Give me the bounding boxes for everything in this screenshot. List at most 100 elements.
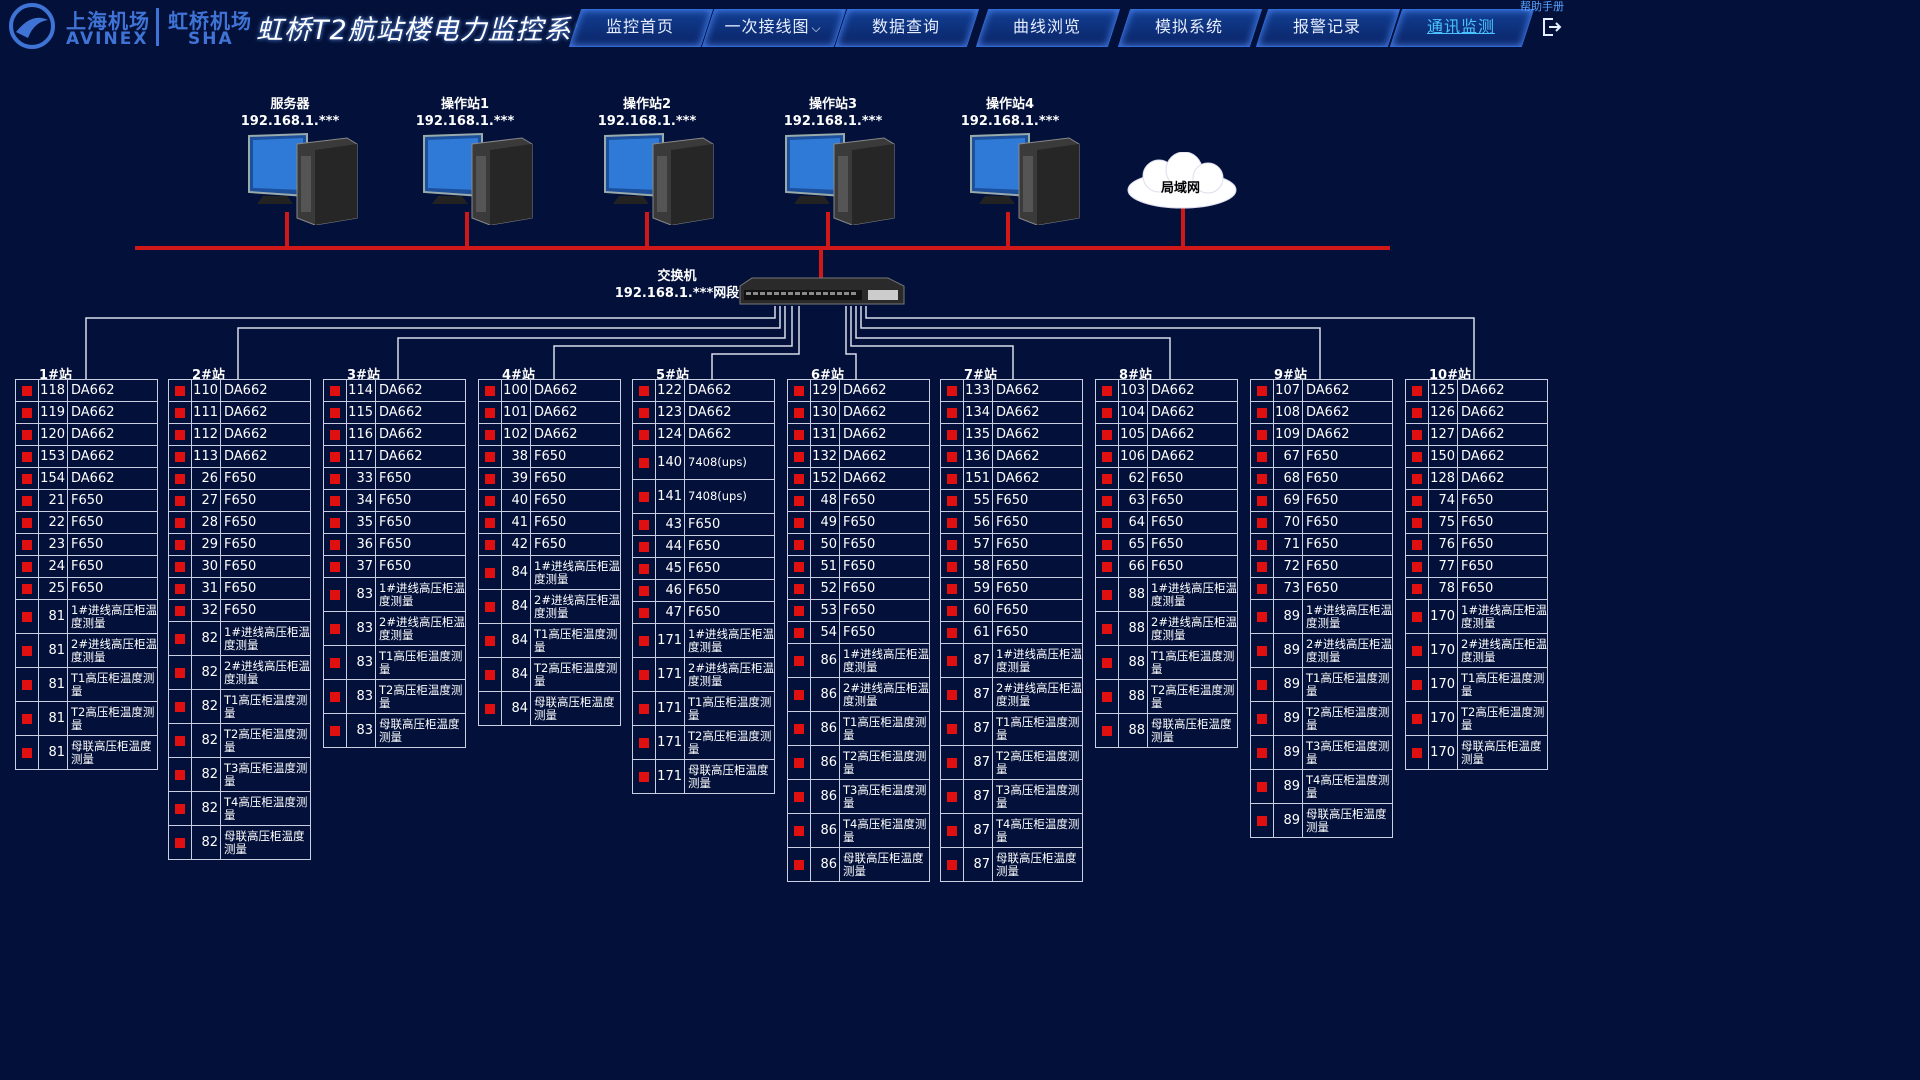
- nav-single-line-diagram[interactable]: 一次接线图⌵: [701, 9, 847, 47]
- server-computer-icon[interactable]: [245, 130, 360, 225]
- network-switch-icon[interactable]: [738, 276, 906, 308]
- workstation4-computer-icon[interactable]: [967, 130, 1082, 225]
- workstation2-computer-icon[interactable]: [601, 130, 716, 225]
- nav-monitor-home[interactable]: 监控首页: [568, 9, 714, 47]
- workstation1-computer-icon[interactable]: [420, 130, 535, 225]
- nav-communication-monitor[interactable]: 通讯监测: [1389, 9, 1535, 47]
- logout-icon[interactable]: [1540, 16, 1562, 38]
